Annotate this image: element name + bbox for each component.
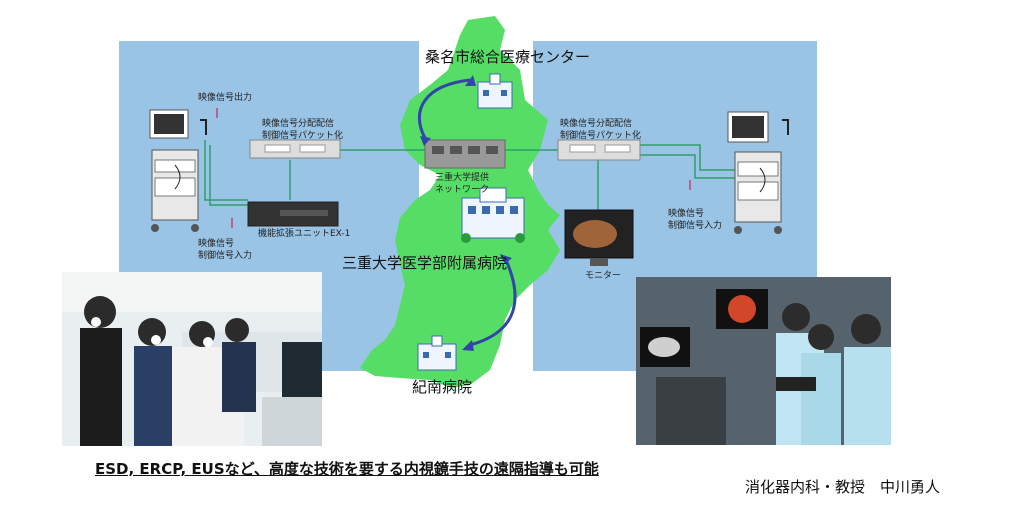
monitor-icon (564, 209, 634, 266)
video-out-label: 映像信号出力 (198, 93, 253, 103)
kinan-label: 紀南病院 (412, 378, 473, 396)
left-distributor-label: 映像信号分配配信 制御信号パケット化 (262, 119, 344, 141)
ex1-unit-icon (247, 201, 339, 227)
hospital-icon (417, 335, 457, 371)
right-distributor-label: 映像信号分配配信 制御信号パケット化 (560, 119, 642, 141)
procedure-photo (636, 277, 891, 445)
mie-univ-label: 三重大学医学部附属病院 (342, 254, 508, 272)
hospital-icon (461, 187, 525, 243)
network-switch-icon (424, 139, 506, 169)
monitor-label: モニター (585, 271, 622, 281)
endoscopy-tower-icon (727, 111, 789, 234)
network-switch-icon (249, 139, 341, 159)
right-input-label: 映像信号 制御信号入力 (668, 209, 723, 231)
kuwana-label: 桑名市総合医療センター (425, 48, 591, 66)
left-input-label: 映像信号 制御信号入力 (198, 239, 253, 261)
credit-text: 消化器内科・教授 中川勇人 (745, 478, 941, 496)
network-switch-icon (557, 139, 641, 161)
ex1-unit-label: 機能拡張ユニットEX-1 (258, 229, 351, 239)
mie-map (360, 16, 560, 388)
endoscopy-tower-icon (149, 109, 207, 232)
caption-text: ESD, ERCP, EUSなど、高度な技術を要する内視鏡手技の遠隔指導も可能 (95, 460, 599, 478)
hospital-icon (477, 73, 513, 109)
consultation-photo (62, 272, 322, 446)
network-label: 三重大学提供 ネットワーク (435, 173, 490, 195)
